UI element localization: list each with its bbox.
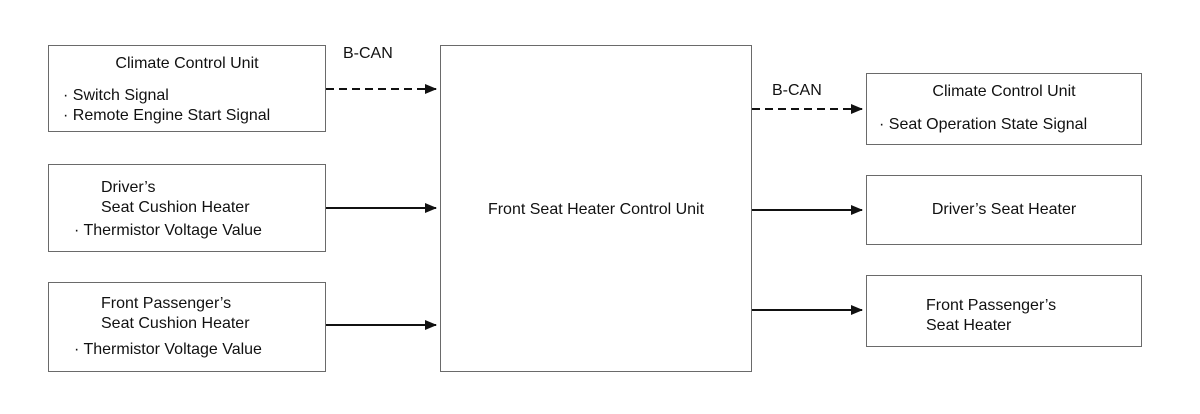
passenger-seat-heater-title-line1: Front Passenger’s: [926, 297, 1057, 314]
output-climate-title: Climate Control Unit: [932, 83, 1076, 100]
passenger-cushion-title-line1: Front Passenger’s: [101, 295, 232, 312]
driver-cushion-title-line2: Seat Cushion Heater: [101, 199, 250, 216]
bcan-output-label: B-CAN: [772, 82, 822, 99]
input-climate-control-box: [48, 45, 326, 132]
seat-operation-state-item: · Seat Operation State Signal: [879, 116, 1088, 133]
passenger-thermistor-item: · Thermistor Voltage Value: [74, 341, 262, 358]
passenger-cushion-title-line2: Seat Cushion Heater: [101, 315, 250, 332]
passenger-seat-heater-box: [866, 275, 1142, 347]
bcan-input-label: B-CAN: [343, 45, 393, 62]
switch-signal-item: · Switch Signal: [63, 87, 169, 104]
passenger-seat-heater-title-line2: Seat Heater: [926, 317, 1012, 334]
driver-cushion-heater-box: [48, 164, 326, 252]
input-climate-title: Climate Control Unit: [115, 55, 259, 72]
front-seat-heater-control-unit: [440, 45, 752, 372]
controller-title: Front Seat Heater Control Unit: [487, 201, 705, 218]
driver-seat-heater-box: [866, 175, 1142, 245]
driver-seat-heater-title: Driver’s Seat Heater: [931, 201, 1077, 218]
driver-thermistor-item: · Thermistor Voltage Value: [74, 222, 262, 239]
remote-engine-start-item: · Remote Engine Start Signal: [63, 107, 271, 124]
output-climate-control-box: [866, 73, 1142, 145]
passenger-cushion-heater-box: [48, 282, 326, 372]
driver-cushion-title-line1: Driver’s: [101, 179, 156, 196]
